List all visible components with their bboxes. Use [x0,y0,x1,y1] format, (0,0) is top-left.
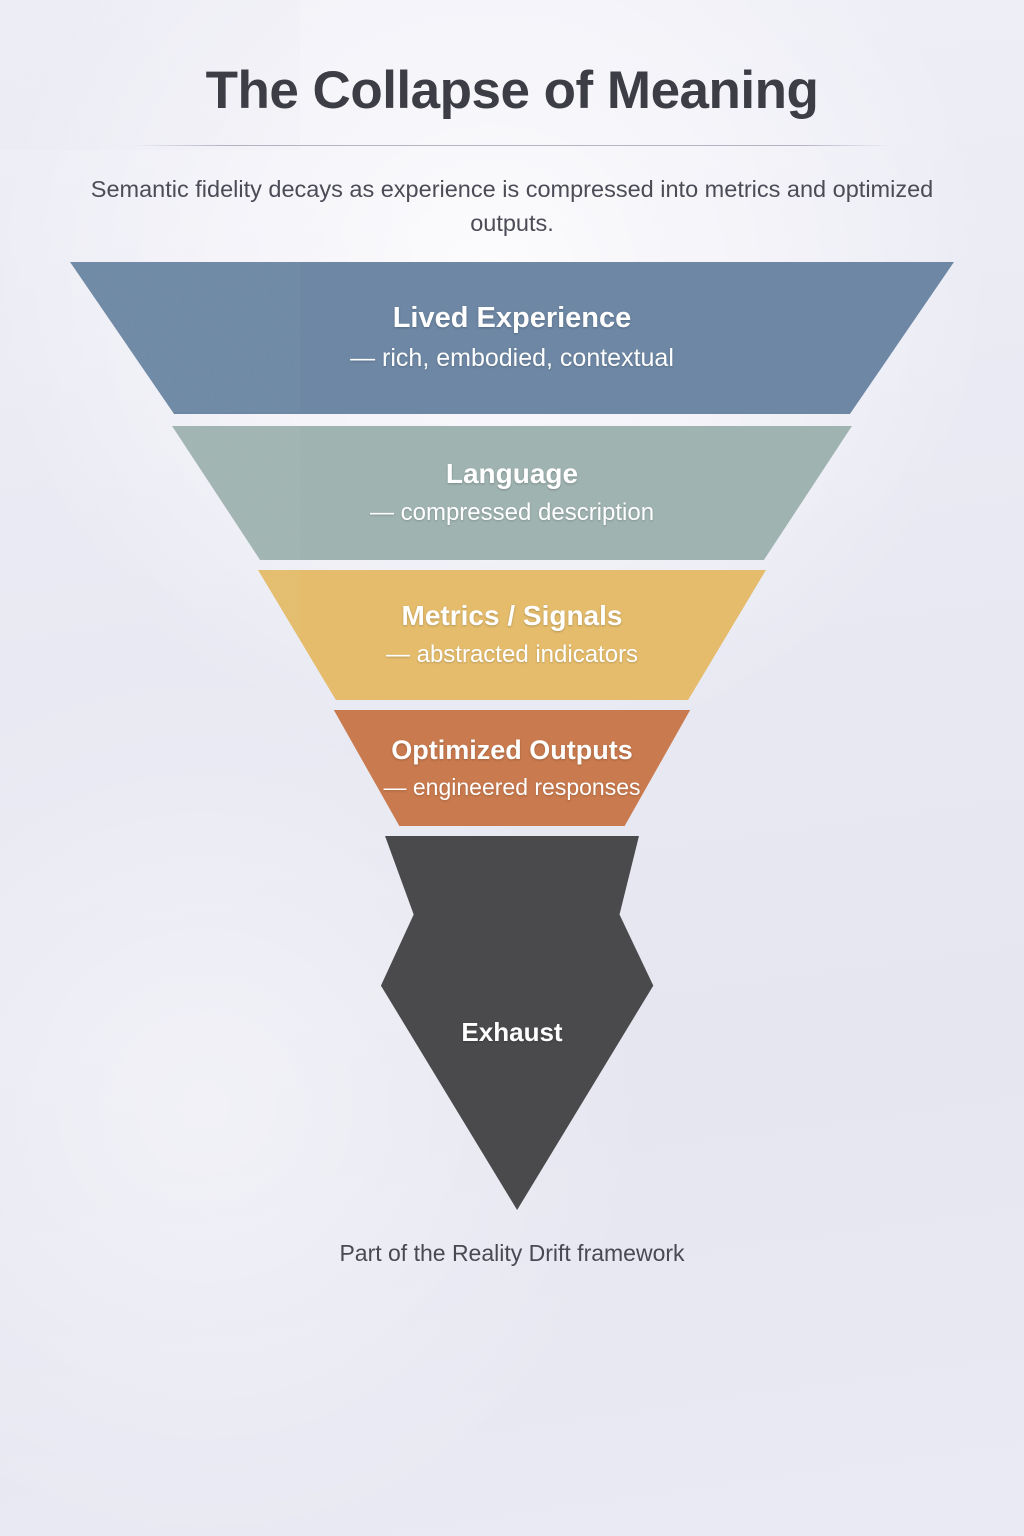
stage-label: Metrics / Signals [401,600,623,632]
band-texture [0,836,300,986]
stage-description: — abstracted indicators [385,641,639,669]
stage-label: Exhaust [461,1017,563,1047]
stage-description: — compressed description [369,499,655,527]
stage-description: — rich, embodied, contextual [350,344,674,373]
funnel-stage-metrics-signals: Metrics / Signals — abstracted indicator… [258,570,766,700]
funnel-diagram: Lived Experience — rich, embodied, conte… [0,262,1024,1212]
title-divider [132,145,892,147]
stage-label: Language [445,458,579,490]
band-texture [0,710,300,860]
footer-note: Part of the Reality Drift framework [339,1240,685,1266]
funnel-stage-language: Language — compressed description [172,426,852,560]
funnel-stage-exhaust: Exhaust [0,836,654,1210]
stage-description: — engineered responses [383,773,641,800]
band-texture [258,570,300,700]
funnel-stage-optimized-outputs: Optimized Outputs — engineered responses [333,710,691,826]
stage-label: Optimized Outputs [391,734,633,765]
funnel-stage-lived-experience: Lived Experience — rich, embodied, conte… [70,262,954,414]
poster-header: The Collapse of Meaning Semantic fidelit… [0,0,1024,240]
stage-label: Lived Experience [392,302,632,335]
page-subtitle: Semantic fidelity decays as experience i… [90,176,934,237]
page-title: The Collapse of Meaning [205,61,819,120]
